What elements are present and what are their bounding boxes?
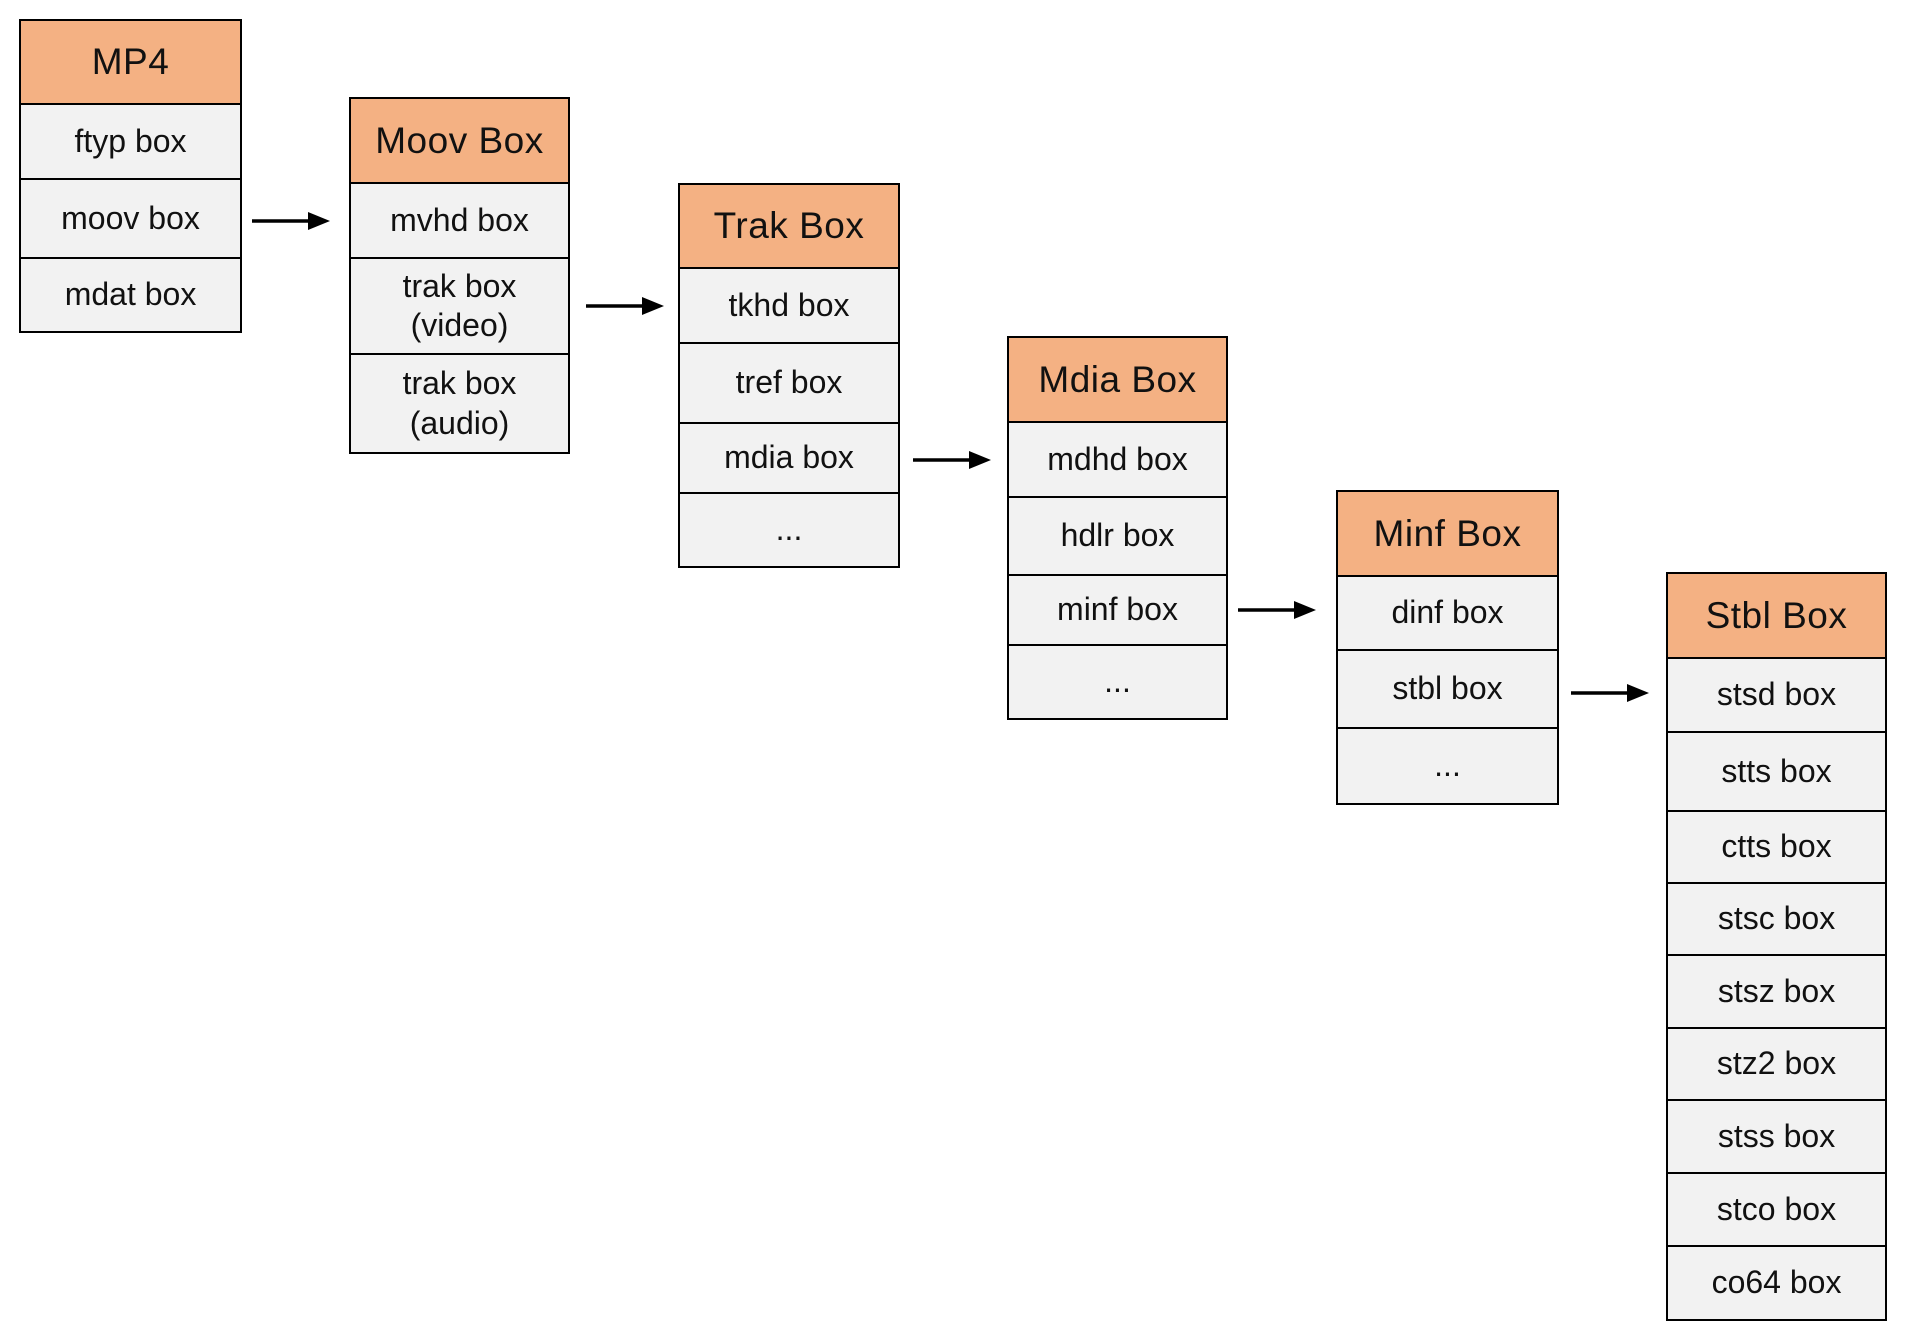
table-header: Mdia Box xyxy=(1009,338,1226,423)
table-row: stz2 box xyxy=(1668,1029,1885,1101)
arrow-stbl-to-stblbox xyxy=(1571,684,1649,702)
arrow-minf-to-minfbox xyxy=(1238,601,1316,619)
table-row: ... xyxy=(1338,729,1557,803)
table-row: tref box xyxy=(680,344,898,424)
arrow-trakvideo-to-trakbox xyxy=(586,297,664,315)
table-row: stts box xyxy=(1668,733,1885,812)
table-row: dinf box xyxy=(1338,577,1557,651)
table-row: stbl box xyxy=(1338,651,1557,729)
arrow-moov-to-moovbox xyxy=(252,212,330,230)
table-mdia-box: Mdia Box mdhd box hdlr box minf box ... xyxy=(1007,336,1228,720)
table-row: trak box (audio) xyxy=(351,355,568,452)
table-row: mdia box xyxy=(680,424,898,494)
table-row: mdhd box xyxy=(1009,423,1226,498)
table-moov-box: Moov Box mvhd box trak box (video) trak … xyxy=(349,97,570,454)
table-row: mdat box xyxy=(21,259,240,331)
table-row: minf box xyxy=(1009,576,1226,646)
table-header: Moov Box xyxy=(351,99,568,184)
table-row: mvhd box xyxy=(351,184,568,259)
table-row: stsd box xyxy=(1668,659,1885,733)
table-header: Trak Box xyxy=(680,185,898,269)
table-header: MP4 xyxy=(21,21,240,105)
table-row: trak box (video) xyxy=(351,259,568,355)
table-row: stss box xyxy=(1668,1101,1885,1174)
table-header: Stbl Box xyxy=(1668,574,1885,659)
table-row: stsz box xyxy=(1668,956,1885,1029)
table-mp4: MP4 ftyp box moov box mdat box xyxy=(19,19,242,333)
table-row: co64 box xyxy=(1668,1247,1885,1319)
table-row: ... xyxy=(1009,646,1226,718)
table-row: ctts box xyxy=(1668,812,1885,884)
table-header: Minf Box xyxy=(1338,492,1557,577)
table-row: tkhd box xyxy=(680,269,898,344)
table-minf-box: Minf Box dinf box stbl box ... xyxy=(1336,490,1559,805)
table-row: stsc box xyxy=(1668,884,1885,956)
table-row: hdlr box xyxy=(1009,498,1226,576)
table-row: moov box xyxy=(21,180,240,259)
table-row: ... xyxy=(680,494,898,566)
arrow-mdia-to-mdiabox xyxy=(913,451,991,469)
table-row: stco box xyxy=(1668,1174,1885,1247)
table-row: ftyp box xyxy=(21,105,240,180)
table-trak-box: Trak Box tkhd box tref box mdia box ... xyxy=(678,183,900,568)
table-stbl-box: Stbl Box stsd box stts box ctts box stsc… xyxy=(1666,572,1887,1321)
